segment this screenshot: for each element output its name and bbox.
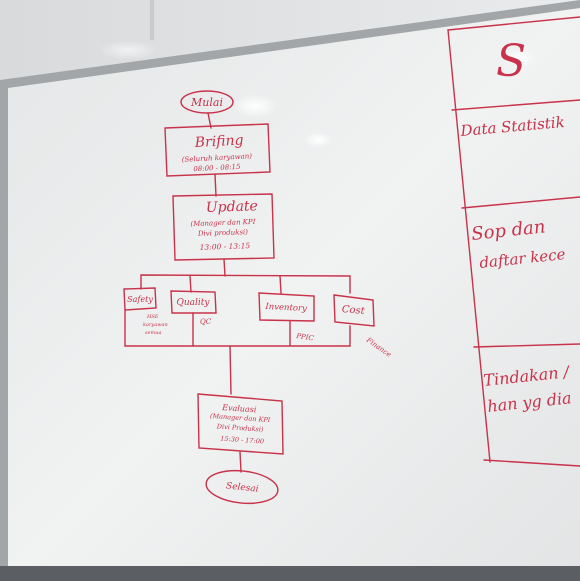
merge-line <box>124 309 351 347</box>
briefing-line1: (Seluruh karyawan) <box>182 152 253 164</box>
branch-line <box>140 274 351 294</box>
update-line3: 13:00 - 13:15 <box>200 241 251 252</box>
wall-edge <box>150 0 154 40</box>
table-border <box>447 29 491 463</box>
branch-label-inventory: Inventory <box>264 302 307 314</box>
table-divider <box>461 196 580 209</box>
branch-note-quality: QC <box>200 318 212 326</box>
table-divider <box>473 343 580 348</box>
branch-note-inventory: PPIC <box>295 332 315 343</box>
update-title: Update <box>206 198 259 216</box>
start-oval <box>180 90 234 114</box>
table-border <box>447 16 580 31</box>
light-glare <box>98 40 158 60</box>
branch-box-quality <box>170 290 217 314</box>
briefing-box <box>164 123 271 177</box>
end-oval <box>205 469 279 505</box>
branch-note-safety: karyawan <box>143 322 168 328</box>
evaluation-title: Evaluasi <box>221 403 257 414</box>
table-divider <box>451 99 580 111</box>
branch-note-safety: HSE <box>146 314 159 320</box>
branch-line <box>189 275 192 293</box>
connector-line <box>207 112 212 129</box>
evaluation-line2: Divi Produksi) <box>216 422 265 433</box>
branch-label-cost: Cost <box>341 304 366 317</box>
briefing-title: Brifing <box>193 132 244 151</box>
briefing-line2: 08:00 - 08:15 <box>193 163 241 173</box>
end-label: Selesai <box>225 481 259 494</box>
table-border <box>483 459 580 467</box>
update-box <box>172 193 275 261</box>
branch-label-quality: Quality <box>177 298 211 308</box>
branch-box-inventory <box>258 292 315 322</box>
start-label: Mulai <box>190 96 223 109</box>
light-glare <box>304 132 332 148</box>
connector-line <box>229 345 232 395</box>
light-glare <box>233 94 277 118</box>
branch-box-safety <box>123 287 157 311</box>
evaluation-line3: 15:30 - 17:00 <box>220 434 264 445</box>
connector-line <box>214 173 217 197</box>
floor-shadow <box>0 566 580 581</box>
connector-line <box>239 451 242 473</box>
branch-label-safety: Safety <box>127 295 153 304</box>
update-line1: (Manager dan KPI <box>190 218 256 228</box>
branch-box-cost <box>333 294 375 327</box>
table-header-letter: S <box>496 36 526 87</box>
branch-line <box>279 275 282 294</box>
branch-note-safety: semua <box>145 330 161 336</box>
update-line2: Divi produksi) <box>197 228 249 238</box>
light-glare <box>504 49 536 67</box>
connector-line <box>223 258 226 277</box>
evaluation-box <box>197 393 284 455</box>
